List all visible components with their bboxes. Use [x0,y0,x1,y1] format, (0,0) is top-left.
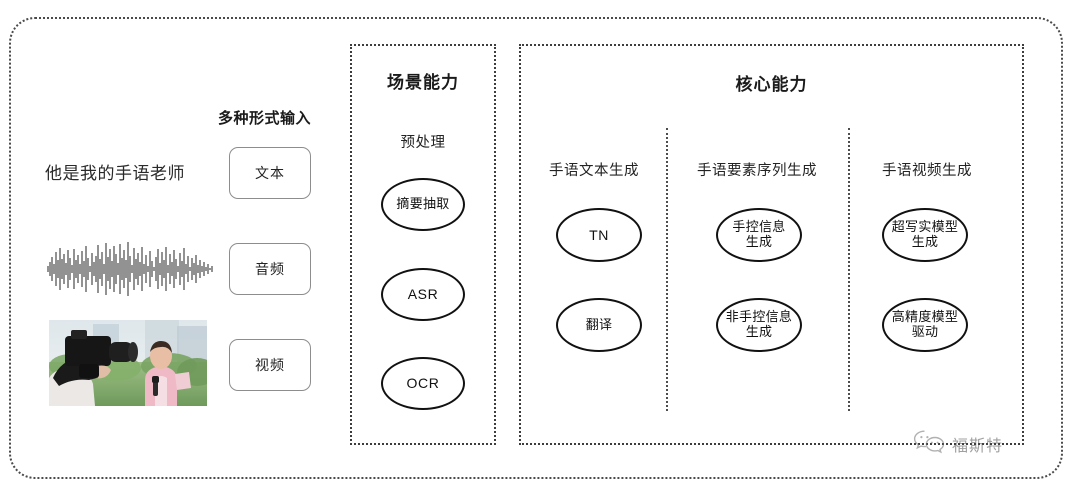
watermark-text: 福斯特 [952,437,1004,455]
node-photorealistic-model-generation[interactable]: 超写实模型 生成 [882,208,968,262]
input-chip-text[interactable]: 文本 [229,147,311,199]
input-chip-label: 视频 [255,357,285,373]
scene-preprocess-label: 预处理 [400,135,446,151]
core-capability-title: 核心能力 [735,75,808,94]
video-thumbnail-image [49,320,207,406]
node-manual-feature-generation[interactable]: 手控信息 生成 [716,208,802,262]
core-column-header-text-generation: 手语文本生成 [549,163,639,179]
core-column-header-video-generation: 手语视频生成 [882,163,972,179]
node-label: 高精度模型 驱动 [891,309,959,339]
sample-sentence-text: 他是我的手语老师 [45,164,185,183]
node-label: TN [589,226,609,243]
node-translation[interactable]: 翻译 [556,298,642,352]
input-chip-label: 音频 [255,261,285,277]
input-section-heading: 多种形式输入 [218,110,312,127]
core-column-divider-2 [848,128,850,411]
node-label: 超写实模型 生成 [891,219,959,249]
node-high-precision-model-driving[interactable]: 高精度模型 驱动 [882,298,968,352]
scene-capability-box [350,44,496,445]
node-label: 手控信息 生成 [732,219,786,249]
node-summary-extraction[interactable]: 摘要抽取 [381,178,465,231]
watermark: 福斯特 [912,428,1003,459]
node-asr[interactable]: ASR [381,268,465,321]
input-chip-video[interactable]: 视频 [229,339,311,391]
node-label: ASR [407,286,439,303]
node-label: OCR [406,375,440,392]
wechat-logo-icon [912,428,946,459]
node-label: 非手控信息 生成 [725,309,793,339]
core-capability-box [519,44,1024,445]
core-column-divider-1 [666,128,668,411]
node-label: 摘要抽取 [396,196,450,212]
node-non-manual-feature-generation[interactable]: 非手控信息 生成 [716,298,802,352]
node-ocr[interactable]: OCR [381,357,465,410]
node-label: 翻译 [585,316,613,332]
input-chip-audio[interactable]: 音频 [229,243,311,295]
scene-capability-title: 场景能力 [387,73,459,92]
audio-waveform-icon [44,240,216,298]
node-tn[interactable]: TN [556,208,642,262]
input-chip-label: 文本 [255,165,285,181]
core-column-header-element-sequence: 手语要素序列生成 [697,163,817,179]
